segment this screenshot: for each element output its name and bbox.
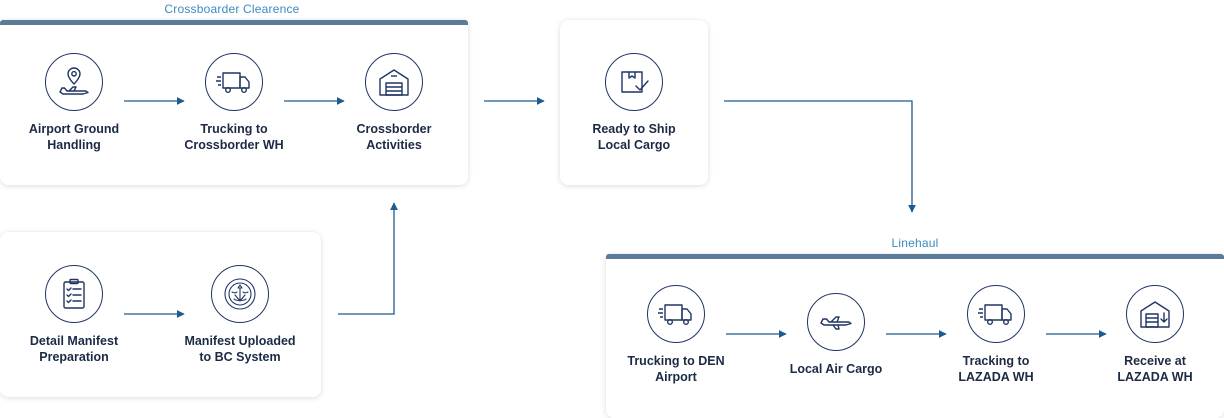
step-crossborder-activities: Crossborder Activities [324,53,464,153]
step-trucking-crossborder: Trucking to Crossborder WH [164,53,304,153]
step-receive-lazada: Receive at LAZADA WH [1085,285,1224,385]
step-label: Trucking to DEN Airport [627,354,725,384]
step-label: Detail Manifest Preparation [29,334,119,364]
step-local-air-cargo: Local Air Cargo [766,293,906,377]
box-check-icon [605,53,663,111]
step-label: Manifest Uploaded to BC System [184,334,296,364]
step-label: Ready to Ship Local Cargo [592,122,676,152]
location-pin-plane-icon [45,53,103,111]
step-trucking-den: Trucking to DEN Airport [606,285,746,385]
crossborder-group-title: Crossboarder Clearence [164,2,300,16]
step-ready-to-ship: Ready to Ship Local Cargo [564,53,704,153]
step-label: Crossborder Activities [356,122,432,152]
step-label: Local Air Cargo [789,362,883,376]
step-label: Tracking to LAZADA WH [958,354,1034,384]
clipboard-checklist-icon [45,265,103,323]
customs-seal-icon [211,265,269,323]
linehaul-card [606,254,1224,418]
plane-icon [807,293,865,351]
arrow-upload-to-crossborder [338,202,398,315]
truck-icon [967,285,1025,343]
step-airport-ground-handling: Airport Ground Handling [4,53,144,153]
linehaul-group-title: Linehaul [891,236,939,250]
truck-icon [647,285,705,343]
step-manifest-uploaded: Manifest Uploaded to BC System [170,265,310,365]
step-label: Receive at LAZADA WH [1117,354,1193,384]
warehouse-receive-icon [1126,285,1184,343]
step-detail-manifest: Detail Manifest Preparation [4,265,144,365]
step-label: Trucking to Crossborder WH [184,122,284,152]
step-label: Airport Ground Handling [28,122,120,152]
truck-icon [205,53,263,111]
arrow-ready-to-linehaul [724,100,916,213]
warehouse-icon [365,53,423,111]
step-tracking-lazada: Tracking to LAZADA WH [926,285,1066,385]
